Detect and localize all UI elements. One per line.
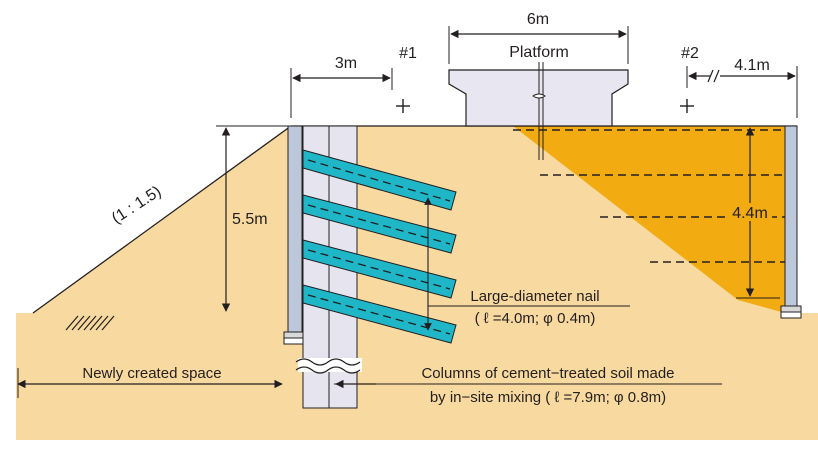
columns-label-line1: Columns of cement−treated soil made xyxy=(421,365,674,382)
ground-hatch xyxy=(65,315,115,331)
point-2-label: #2 xyxy=(681,45,699,62)
point-1-label: #1 xyxy=(399,45,417,62)
nail-1 xyxy=(302,149,457,211)
nail-label-line2: ( ℓ =4.0m; φ 0.4m) xyxy=(475,310,596,327)
dim-platform-width: 6m xyxy=(448,11,629,64)
dim-wall-width: 3m xyxy=(290,55,393,118)
newly-created-space-label: Newly created space xyxy=(82,365,221,382)
dim-height-right-label: 4.4m xyxy=(732,205,768,222)
newly-created-space-marker: Newly created space xyxy=(17,365,283,398)
point-2-marker: #2 xyxy=(680,45,699,113)
right-sheet-pile xyxy=(780,125,802,319)
slope-label: (1 : 1.5) xyxy=(109,183,165,227)
large-diameter-nails xyxy=(302,149,457,344)
dim-height-left-label: 5.5m xyxy=(232,211,268,228)
point-1-marker: #1 xyxy=(396,45,417,113)
existing-ground xyxy=(16,313,818,440)
dim-wall-width-label: 3m xyxy=(335,55,357,72)
fill-layer-lines xyxy=(513,129,785,263)
columns-label-line2: by in−site mixing ( ℓ =7.9m; φ 0.8m) xyxy=(430,389,666,406)
dim-right-offset: 4.1m xyxy=(686,57,798,118)
left-sheet-pile xyxy=(283,125,305,345)
dim-platform-width-label: 6m xyxy=(527,11,549,28)
nail-callout: Large-diameter nail ( ℓ =4.0m; φ 0.4m) xyxy=(428,288,630,327)
break-mark xyxy=(295,358,362,374)
dim-height-left: 5.5m xyxy=(216,125,288,312)
fill-zone xyxy=(513,126,785,313)
dim-height-right: 4.4m xyxy=(728,127,780,299)
dim-right-offset-label: 4.1m xyxy=(734,57,770,74)
nail-label-line1: Large-diameter nail xyxy=(470,288,599,305)
slope-line xyxy=(32,125,292,314)
columns-callout: Columns of cement−treated soil made by i… xyxy=(334,365,722,406)
platform-label: Platform xyxy=(509,44,569,61)
platform-structure xyxy=(448,62,629,160)
